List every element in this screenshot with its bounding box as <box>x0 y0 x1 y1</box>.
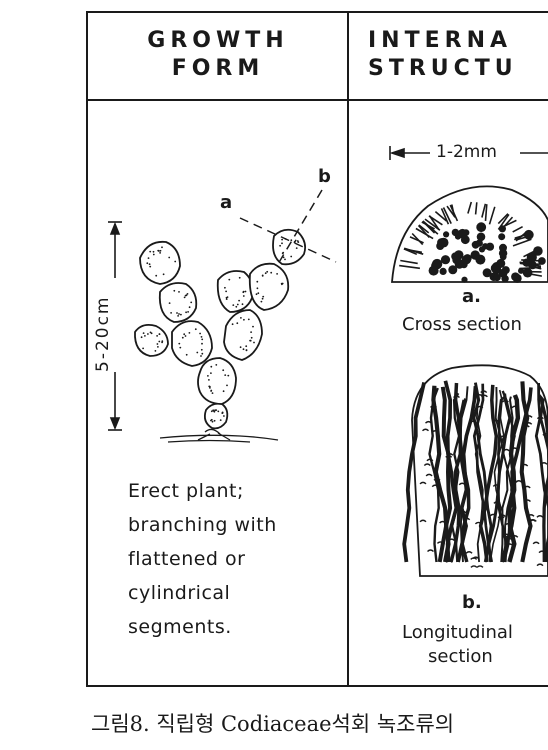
longitudinal-section-drawing <box>402 364 548 577</box>
cross-section-label: Cross section <box>402 314 522 335</box>
section-lines <box>239 189 337 265</box>
description-line2: branching with <box>128 514 277 536</box>
longitudinal-section-letter: b. <box>462 592 482 613</box>
width-range-label: 1-2mm <box>436 142 497 162</box>
header-growth-line1: GROWTH <box>147 28 289 53</box>
segment-left-1 <box>171 320 213 367</box>
header-internal-structure: INTERNA STRUCTU <box>352 27 548 83</box>
label-b: b <box>318 166 331 187</box>
height-scale-bar <box>108 221 122 431</box>
longitudinal-section-label-1: Longitudinal <box>402 622 513 643</box>
plant-stipple <box>140 238 300 423</box>
segment-left-4 <box>139 240 181 285</box>
label-a: a <box>220 192 233 213</box>
header-internal-line2: STRUCTU <box>368 56 518 81</box>
section-line-a <box>239 217 337 263</box>
header-growth-line2: FORM <box>171 56 265 81</box>
cross-section-letter: a. <box>462 286 481 307</box>
cross-section-drawing <box>391 185 548 283</box>
growth-description: Erect plant; branching with flattened or… <box>128 474 277 644</box>
description-line3: flattened or <box>128 548 246 570</box>
segment-right-3 <box>248 262 290 311</box>
segment-right-2 <box>216 270 254 313</box>
width-scale-bar <box>389 146 548 160</box>
longitudinal-section-label-2: section <box>428 646 493 667</box>
header-internal-line1: INTERNA <box>368 28 513 53</box>
figure-caption: 그림8. 직립형 Codiaceae석회 녹조류의 <box>91 712 455 736</box>
plant-drawing <box>134 228 307 430</box>
header-growth-form: GROWTH FORM <box>86 27 350 83</box>
description-line5: segments. <box>128 616 232 638</box>
substrate-ground <box>159 428 279 443</box>
segment-tip <box>272 228 307 266</box>
segment-left-2 <box>134 323 169 357</box>
segment-right-1 <box>223 309 263 361</box>
description-line4: cylindrical <box>128 582 231 604</box>
height-range-label: 5-20cm <box>93 295 113 373</box>
description-line1: Erect plant; <box>128 480 244 502</box>
segment-base <box>197 357 237 405</box>
segment-left-3 <box>158 282 198 323</box>
